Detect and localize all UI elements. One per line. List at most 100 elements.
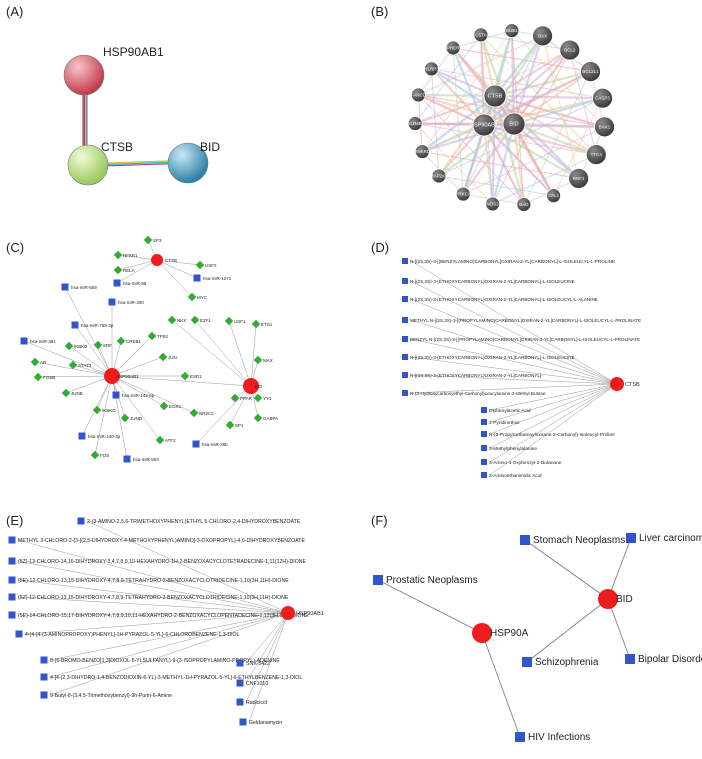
node-label-bax: BAX: [538, 33, 547, 38]
edge-hsa-mir-553: [111, 375, 128, 460]
edge-3-amino-4-oxybenzyl-2-butanone: [489, 383, 618, 463]
mirna-label-hsa-mir-381: hsa-miR-381: [30, 339, 56, 344]
compound-square-3-amino-4-oxybenzyl-2-butanone: [481, 459, 487, 465]
gene-diamond-usf2: [195, 260, 205, 270]
panel-e-label: (E): [6, 513, 24, 528]
node-label-cfl1: CFL1: [548, 193, 560, 198]
edge-jun: [111, 356, 164, 377]
mirna-square-hsa-mir-140-3p: [78, 432, 86, 440]
gene-diamond-sp1: [225, 420, 235, 430]
edge-schizophrenia: [526, 598, 609, 663]
gene-diamond-sp3: [143, 235, 153, 245]
gene-diamond-creb1: [116, 336, 126, 346]
compound-label-9-butyl-8-3-4-5-trimethoxybenzyl-9h-puri: 9-Butyl-8-(3,4,5-Trimethoxybenzyl)-9h-Pu…: [50, 693, 172, 699]
edge-5e-14-chloro-15-17-dihydroxy-4-7-8-9-10-: [17, 612, 289, 616]
compound-square-n-2s-3s-3-ethoxycarbonyl-oxiran-2-yl-car: [402, 278, 408, 284]
compound-square-4-4-2-3-dihydro-1-4-benzodioxin-6-yl-3-m: [40, 673, 48, 681]
edge-ctsb-bid: [107, 160, 169, 164]
gene-label-fosb: FOSB: [43, 375, 55, 380]
compound-label-benzyl-n-2s-3s-3-propylamino-carbonyl-ox: BENZYL N-[(2S,3S)-3-[(PROPYLAMINO)CARBON…: [410, 337, 640, 342]
disease-label-stomach-neoplasms: Stomach Neoplasms: [533, 535, 625, 546]
gene-label-egr1: EGR1: [169, 404, 182, 409]
node-label-fancd: FANCD: [411, 92, 427, 97]
compound-square-5z-13-chloro-14-16-dihydroxy-3-4-7-8-9-1: [8, 557, 16, 565]
gene-diamond-max: [253, 355, 263, 365]
edge-hsp90ab1-bid: [111, 375, 252, 387]
compound-square-4-4-4-3-aminopropoxy-phenyl-1h-pyrazol-5: [15, 630, 23, 638]
compound-square-8-6-bromo-benzo-1-3-dioxol-5-ylsulfanyl-: [40, 656, 48, 664]
compound-square-n-2s-3s-3-ethoxycarbonyl-oxiran-2-yl-car: [402, 372, 408, 378]
mirna-square-hsa-mir-98: [113, 279, 121, 287]
compound-square-5e-14-chloro-15-17-dihydroxy-4-7-8-9-10-: [8, 611, 16, 619]
node-label-csta: CSTA: [475, 32, 487, 37]
edge-bid-nos3: [491, 123, 516, 205]
node-bak1: [594, 116, 615, 138]
edge-bax-prkca: [462, 35, 544, 195]
edge-map2k1-nlrp3: [430, 68, 440, 176]
gene-diamond-ikbkg: [92, 405, 102, 415]
gene-label-max: MAX: [263, 358, 273, 363]
node-ankrd: [414, 144, 430, 159]
target-label-bid: BID: [616, 594, 633, 605]
edge-bid-ttc4: [513, 122, 597, 156]
gene-label-fos: FOS: [100, 453, 109, 458]
compound-square-n-2s-3s-3-ethoxycarbonyl-oxiran-2-yl-car: [402, 354, 408, 360]
disease-square-schizophrenia: [522, 657, 532, 667]
gene-label-sp1: SP1: [235, 423, 244, 428]
edge-atf2: [111, 375, 161, 441]
node-nlrp3: [424, 61, 439, 77]
edge-bid-casp3: [513, 97, 603, 126]
edge-hsa-mir-1271: [156, 259, 198, 279]
disease-label-prostatic-neoplasms: Prostatic Neoplasms: [386, 575, 478, 586]
gene-diamond-ikbkb: [64, 341, 74, 351]
edge-5z-12-chloro-13-15-dihydroxy-4-7-8-9-tet: [17, 596, 289, 614]
edge-ttc4-nos3: [492, 154, 597, 205]
gene-label-yy1: YY1: [263, 396, 272, 401]
compound-square-n-2s-3s-3-benzylamino-carbonyl-oxiran-2-: [402, 258, 408, 264]
compound-label-n-2s-3s-3-ethoxycarbonyl-oxiran-2-yl-car: N-[(2S,3S)-3-(ETHOXYCARBONYL)OXIRAN-2-YL…: [410, 373, 543, 378]
mirna-label-hsa-mir-140-3p: hsa-miR-140-3p: [88, 434, 121, 439]
edge-bid-bcl2: [513, 49, 571, 125]
gene-diamond-srf: [93, 340, 103, 350]
node-casp3: [592, 87, 613, 109]
edge-9-butyl-8-3-4-5-trimethoxybenzyl-9h-puri: [49, 612, 289, 696]
node-nos3: [485, 196, 500, 212]
edge-ctsb-gzmb: [414, 94, 496, 125]
edge-radicicol: [245, 612, 289, 703]
compound-label-5z-12-chloro-13-15-dihydroxy-4-7-8-9-tet: (5Z)-12-CHLORO-13,15-DIHYDROXY-4,7,8,9-T…: [18, 595, 289, 601]
edge-prostatic-neoplasms: [377, 579, 483, 634]
edge-ankrd-bub1: [421, 30, 513, 152]
mirna-square-hsa-mir-26b: [192, 440, 200, 448]
edge-4-4-2-3-dihydro-1-4-benzodioxin-6-yl-3-m: [49, 612, 289, 678]
edge-cfl1-map2k1: [438, 175, 554, 197]
edge-n-3-hydroxycarboxyethyl-carbonyl-leucyla: [410, 383, 618, 394]
compound-label-3-methylphenylalanine: 3-Methylphenylalanine: [489, 446, 537, 452]
edge-hsa-mir-381: [23, 340, 113, 377]
compound-square-n-3-hydroxycarboxyethyl-carbonyl-leucyla: [402, 390, 408, 396]
compound-square-methyl-n-2s-3s-3-propylamino-carbonyl-ox: [402, 317, 408, 323]
edge-ar: [34, 361, 113, 377]
edge-ctsb-bid: [107, 161, 169, 165]
edge-n-2s-3s-3-ethoxycarbonyl-oxiran-2-yl-car: [410, 356, 618, 385]
compound-label-3-amino-4-oxybenzyl-2-butanone: 3-Amino-4-Oxybenzyl-2-Butanone: [489, 460, 562, 466]
compound-label-5e-14-chloro-15-17-dihydroxy-4-7-8-9-10-: (5E)-14-CHLORO-15,17-DIHYDROXY-4,7,8,9,1…: [18, 613, 309, 619]
mirna-label-hsa-mir-769-3p: hsa-miR-769-3p: [81, 323, 114, 328]
compound-label-2-aminoethanimidic-acid: 2-Aminoethanimidic Acid: [489, 473, 542, 479]
gene-diamond-nkx: [167, 315, 177, 325]
node-label-hsp90ab1: HSP90AB1: [103, 45, 164, 59]
node-prkca: [455, 186, 471, 202]
target-label-hsp90a: HSP90A: [490, 628, 529, 639]
node-hsp: [63, 54, 105, 96]
node-fancd: [410, 87, 426, 103]
mirna-square-hsa-mir-142-5p: [112, 391, 120, 399]
edge-nkx: [171, 319, 252, 387]
edge-2-aminoethanimidic-acid: [489, 383, 618, 476]
gene-diamond-jund: [120, 413, 130, 423]
node-map2k1: [431, 168, 447, 184]
target-node-hsp90a: [472, 623, 492, 643]
gene-diamond-ppar: [230, 393, 240, 403]
edge-3-methylphenylalanine: [489, 383, 618, 449]
node-bid: [167, 142, 209, 184]
